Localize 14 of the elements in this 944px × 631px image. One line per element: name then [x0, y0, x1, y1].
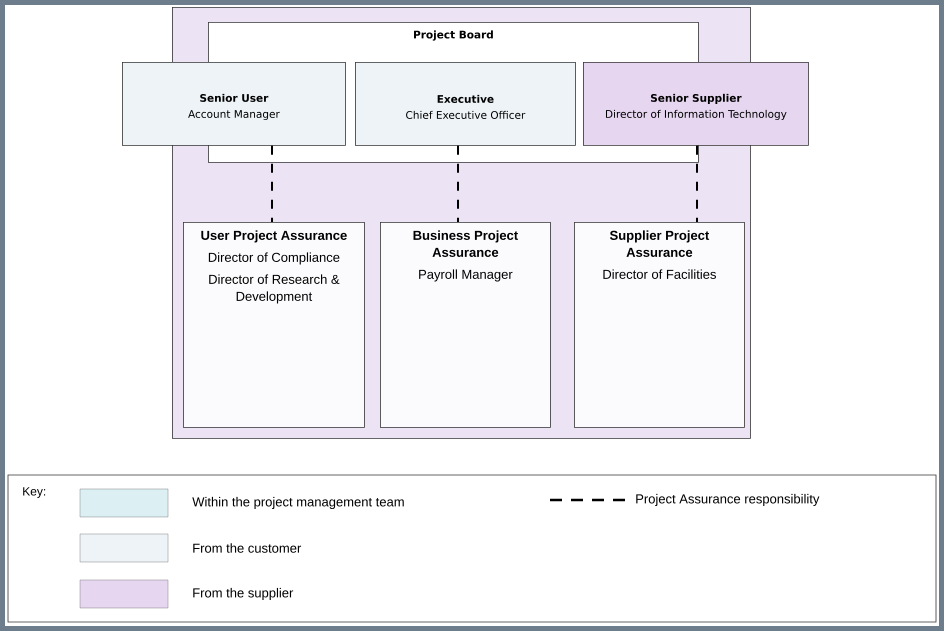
- legend-text: From the supplier: [193, 588, 294, 600]
- assurance-box: Supplier Project Assurance Director of Facilities: [574, 222, 745, 428]
- legend-text: Project Assurance responsibility: [636, 494, 820, 506]
- assurance-box: User Project Assurance Director of Compliance Director of Research & Development: [183, 222, 365, 428]
- legend-text: Within the project management team: [192, 496, 404, 510]
- role-box: Senior User Account Manager: [122, 62, 346, 146]
- role-box: Senior Supplier Director of Information Technology: [583, 62, 809, 146]
- dashed-line: [696, 146, 698, 222]
- key-label: Key:: [23, 487, 46, 498]
- assurance-box: Business Project Assurance Payroll Manager: [380, 222, 551, 428]
- dashed-line: [457, 146, 459, 222]
- dashed-line: [271, 146, 273, 222]
- legend-text: From the customer: [193, 543, 302, 553]
- role-box: Executive Chief Executive Officer: [355, 62, 576, 146]
